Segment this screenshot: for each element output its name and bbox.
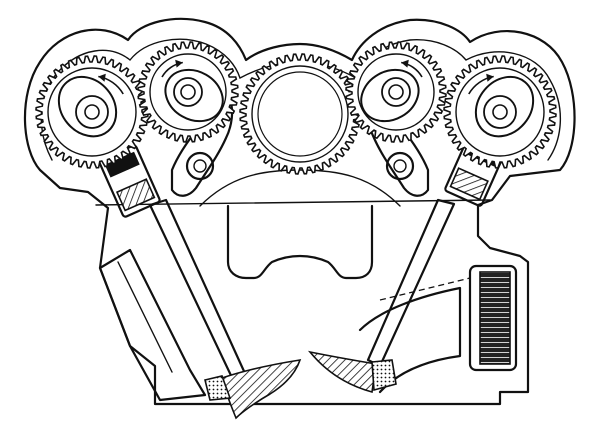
gear-center-pitch-circle [251,65,349,163]
left-port-line [117,261,173,373]
right-valve-head [307,350,377,394]
left-valve-head [221,359,302,420]
deck-line [95,199,491,206]
gear-outer-left-hub [75,95,109,129]
gear-center [239,53,361,175]
right-fitting-body [468,264,518,372]
gear-inner-right [345,41,447,143]
gear-outer-right-bore [492,104,508,120]
gear-inner-left-hub [173,77,203,107]
gear-outer-left-arrowhead-icon [98,73,106,82]
right-pivot-boss [385,151,415,181]
gear-center-web [257,71,343,157]
gear-inner-right-pitch-circle [357,53,435,131]
right-valve-seat [371,359,397,392]
gear-outer-right-pitch-circle [455,67,545,157]
right-fitting-thread [479,271,511,365]
gear-train [35,41,557,175]
gear-inner-right-bore [388,84,404,100]
gear-inner-right-arrowhead-icon [401,59,409,68]
gear-outer-right-hub [483,95,517,129]
right-valve-stem [366,198,456,368]
gear-outer-left-pitch-circle [47,67,137,157]
chamber-roof [199,169,401,207]
gear-outer-left-bore [84,104,100,120]
gear-outer-right-arrowhead-icon [486,73,494,82]
gear-inner-left-arrowhead-icon [175,59,183,68]
right-pivot-bore [393,159,407,173]
left-valve-seat [204,375,232,401]
gear-inner-right-hub [381,77,411,107]
left-pivot-bore [193,159,207,173]
right-port [358,286,462,394]
gear-outer-left [35,55,149,169]
gear-inner-left-pitch-circle [149,53,227,131]
left-pivot-boss [185,151,215,181]
combustion-recess [226,204,374,280]
gear-outer-right [443,55,557,169]
left-port [98,248,207,402]
casing-outline [23,17,576,406]
gear-inner-left [137,41,239,143]
gear-inner-left-bore [180,84,196,100]
